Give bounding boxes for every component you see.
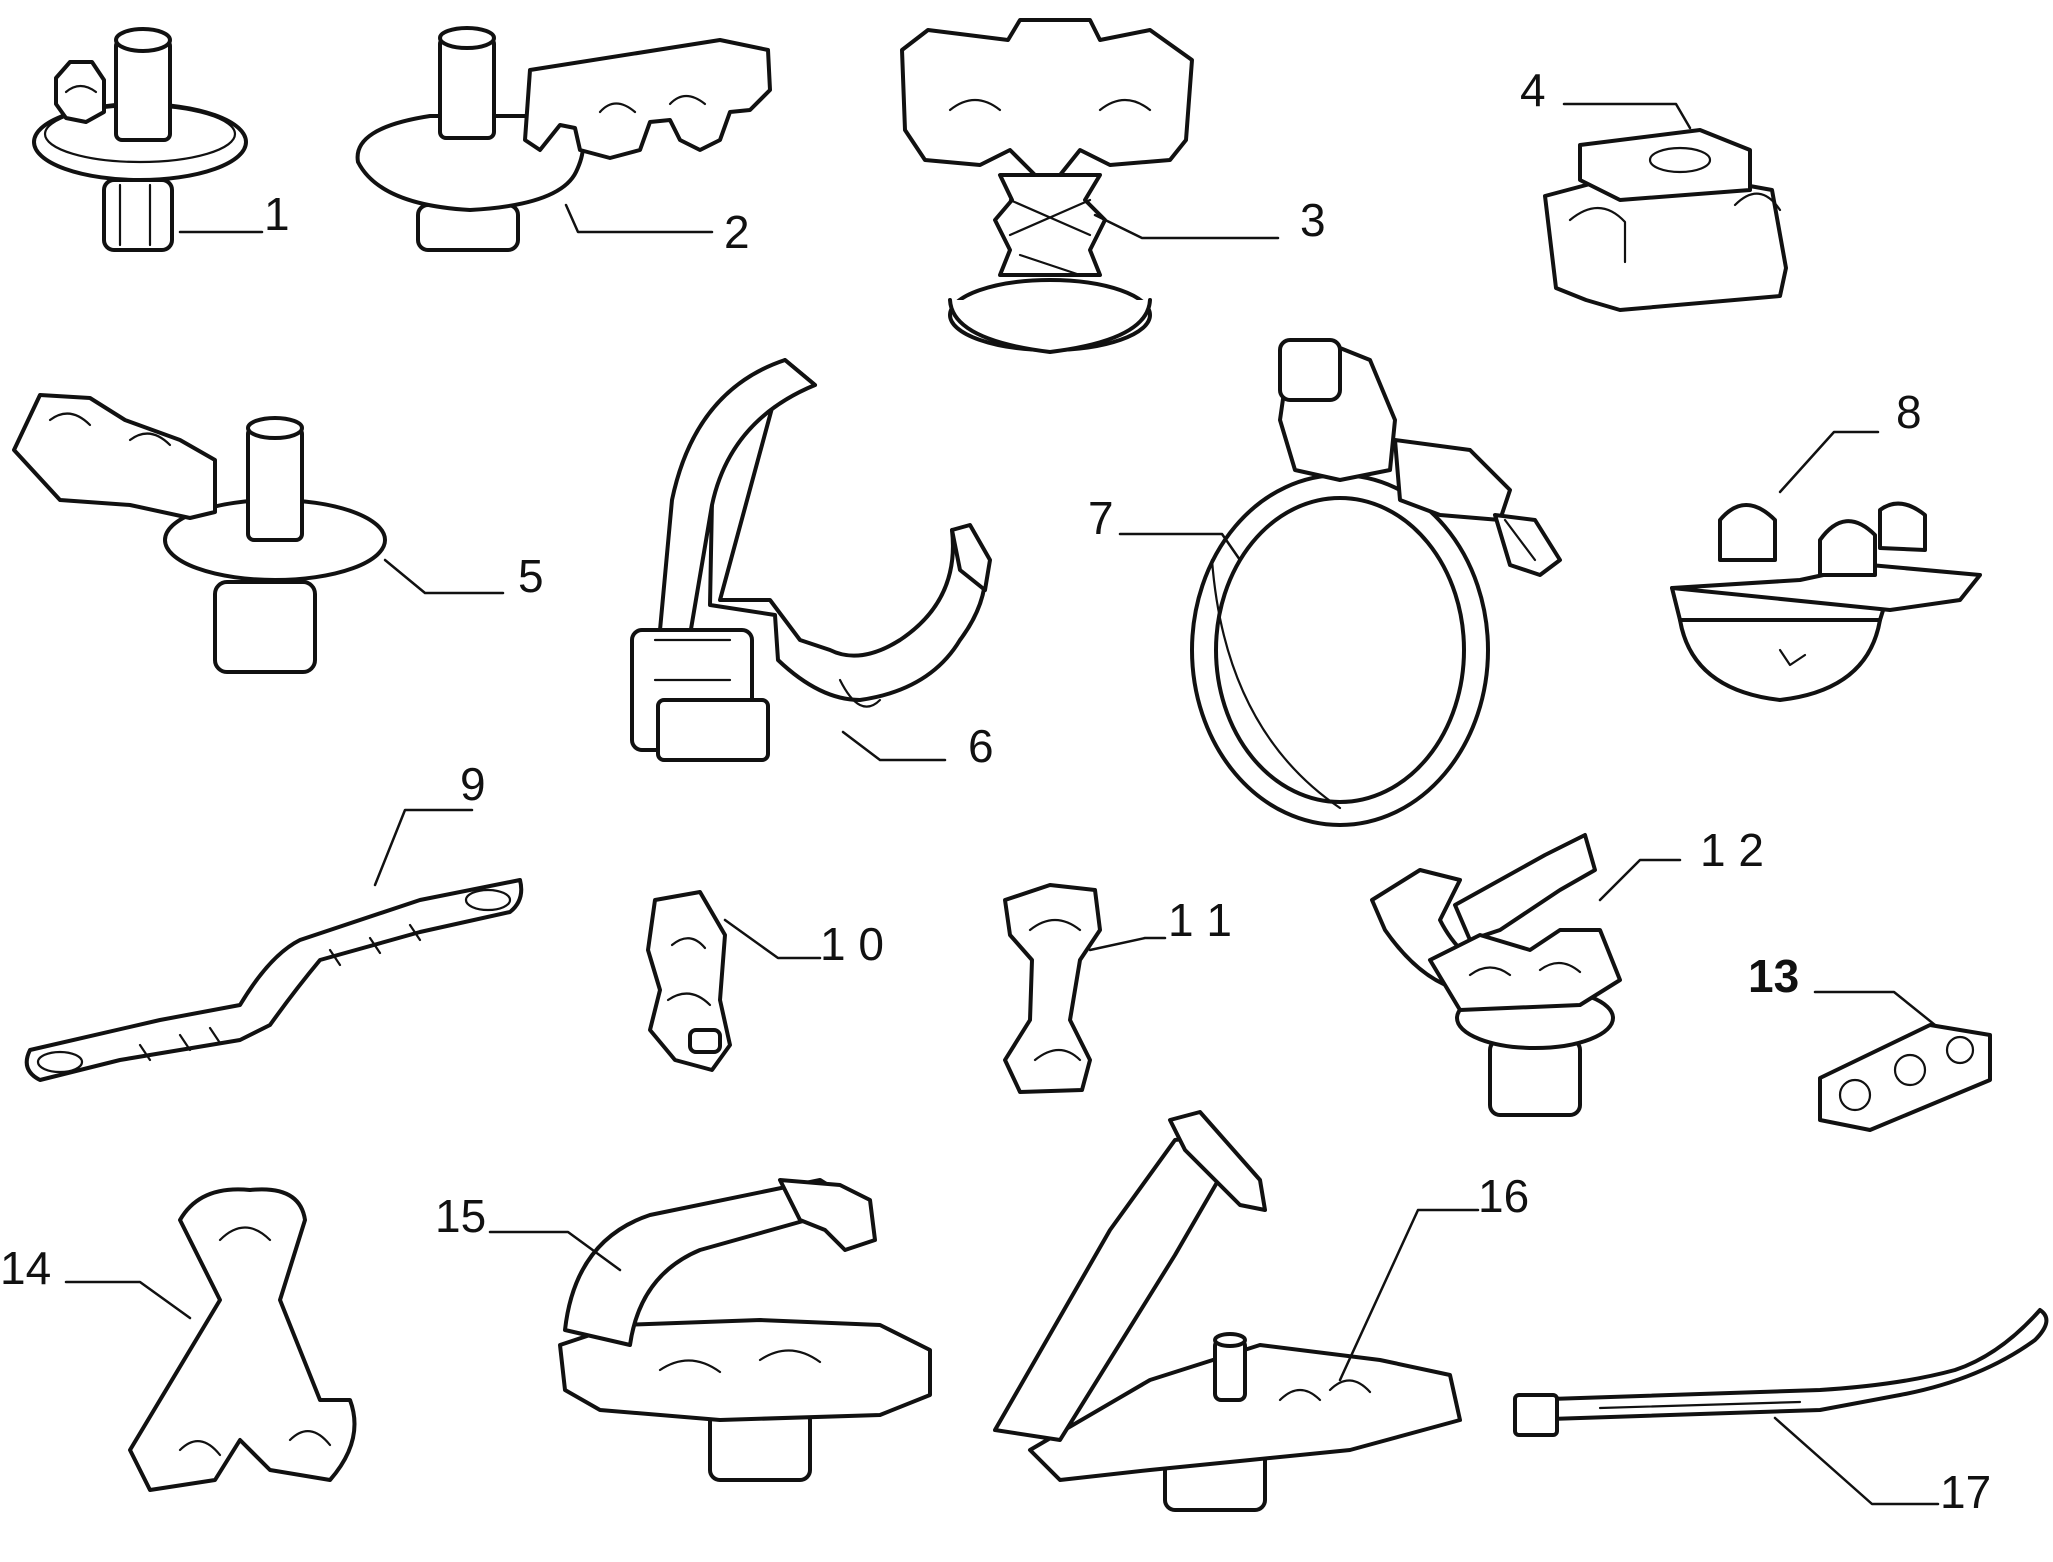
callout-5: 5: [383, 550, 544, 602]
callout-11: 1 1: [1088, 894, 1232, 952]
part-6-hooked-clamp: [630, 358, 992, 762]
callout-1: 1: [178, 188, 290, 240]
callout-11-label: 1 1: [1168, 894, 1232, 946]
callout-17-label: 17: [1940, 1466, 1991, 1518]
callout-1-label: 1: [264, 188, 290, 240]
callout-10: 1 0: [723, 918, 884, 970]
callout-14-label: 14: [0, 1242, 51, 1294]
callout-9-label: 9: [460, 758, 486, 810]
part-8-cup-base: [1670, 501, 1982, 702]
callout-3-label: 3: [1300, 194, 1326, 246]
part-10-small-clip: [646, 890, 732, 1072]
callout-13-label: 13: [1748, 950, 1799, 1002]
callout-14: 14: [0, 1242, 192, 1320]
part-3-fir-tree-clip: [900, 18, 1194, 354]
part-5-base-bracket: [12, 393, 387, 674]
part-11-double-clip: [1003, 883, 1102, 1094]
callout-6: 6: [841, 720, 994, 772]
callout-12: 1 2: [1598, 824, 1764, 902]
callout-5-label: 5: [518, 550, 544, 602]
part-16-hinged-multi-clip: [993, 1110, 1462, 1512]
callout-13: 13: [1748, 950, 1937, 1027]
callout-6-label: 6: [968, 720, 994, 772]
part-2-base-multi-holder: [355, 26, 772, 252]
callout-4: 4: [1520, 64, 1692, 130]
callout-2-label: 2: [724, 206, 750, 258]
callout-12-label: 1 2: [1700, 824, 1764, 876]
callout-2: 2: [564, 203, 750, 258]
callout-15: 15: [435, 1190, 622, 1272]
callout-7-label: 7: [1088, 492, 1114, 544]
part-4-box-clip: [1543, 128, 1788, 312]
part-17-cable-tie: [1513, 1308, 2049, 1437]
part-13-triple-clip: [1818, 1023, 1992, 1132]
part-15-bridge-strap: [558, 1178, 932, 1482]
callout-9: 9: [373, 758, 486, 887]
callout-17: 17: [1773, 1416, 1991, 1518]
part-12-folding-holder: [1370, 833, 1622, 1117]
callout-8-label: 8: [1896, 386, 1922, 438]
part-1-push-clip: [32, 27, 248, 252]
part-9-strap-tie: [24, 878, 524, 1082]
callout-10-label: 1 0: [820, 918, 884, 970]
callout-16-label: 16: [1478, 1170, 1529, 1222]
callout-15-label: 15: [435, 1190, 486, 1242]
callout-4-label: 4: [1520, 64, 1546, 116]
part-7-hose-clamp: [1190, 338, 1562, 827]
callout-16: 16: [1338, 1170, 1529, 1382]
callout-3: 3: [1093, 194, 1326, 246]
part-14-y-twin-clip: [128, 1187, 357, 1492]
callout-8: 8: [1778, 386, 1922, 494]
callout-7: 7: [1088, 492, 1242, 562]
